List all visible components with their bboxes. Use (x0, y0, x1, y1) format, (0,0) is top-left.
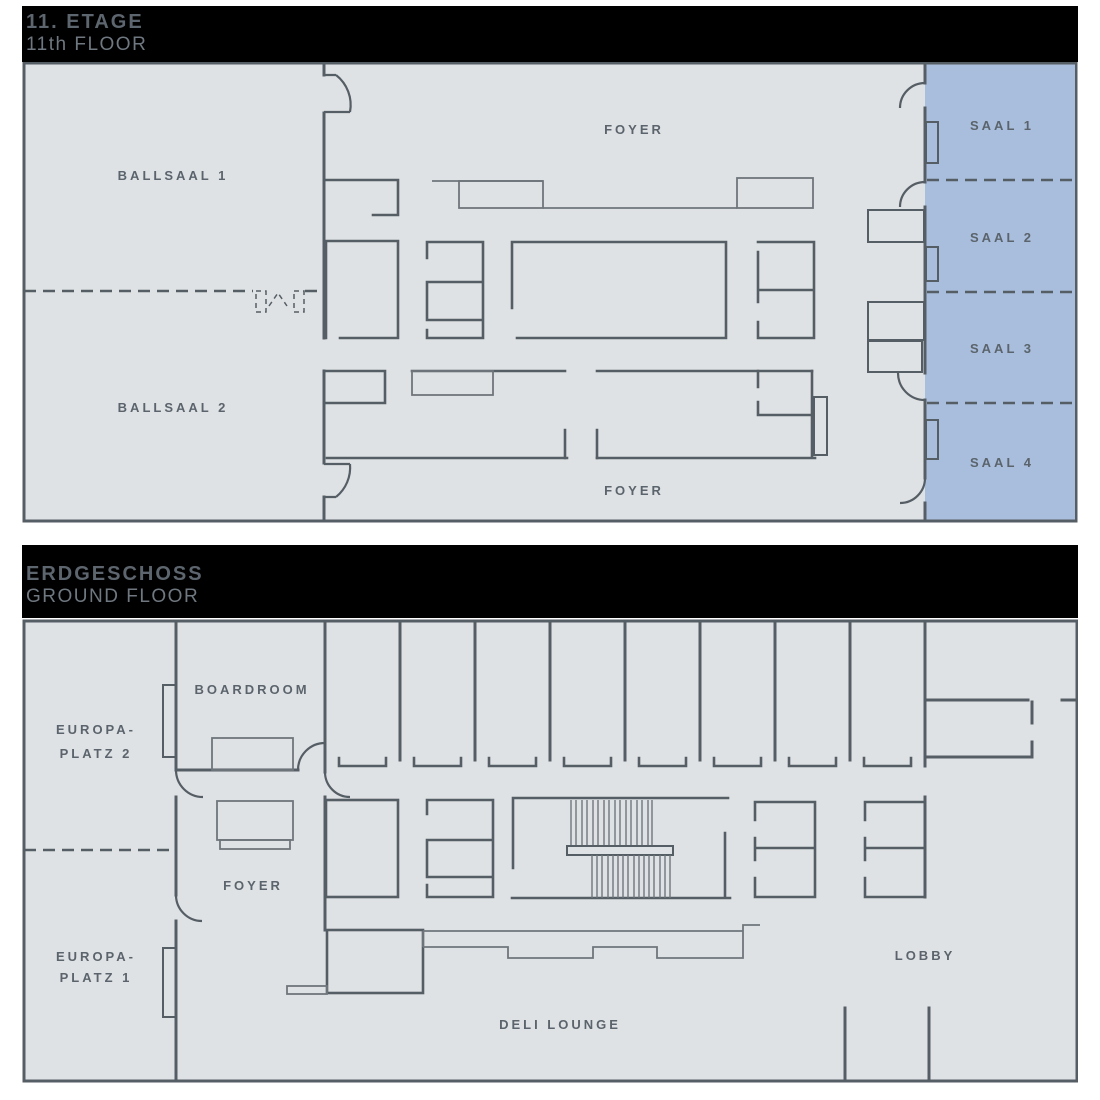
room-label-foyer: FOYER (223, 878, 283, 893)
stair-landing (566, 845, 674, 856)
room-label-saal2: SAAL 2 (970, 230, 1034, 245)
plan11-labels: BALLSAAL 1 BALLSAAL 2 FOYER FOYER SAAL 1… (118, 118, 1034, 498)
room-label-saal4: SAAL 4 (970, 455, 1034, 470)
room-label-foyer-bottom: FOYER (604, 483, 664, 498)
ground-floor-title: ERDGESCHOSS (26, 563, 204, 585)
floorplan-ground: EUROPA- PLATZ 2 BOARDROOM FOYER EUROPA- … (22, 619, 1078, 1083)
room-label-boardroom: BOARDROOM (194, 682, 309, 697)
deli-counter (422, 924, 760, 959)
plan11-dashed-partitions (24, 178, 1074, 405)
double-door-leaf-right (293, 290, 305, 313)
room-label-lobby: LOBBY (895, 948, 956, 963)
ground-floor-subtitle: GROUND FLOOR (26, 586, 200, 607)
plan-ground-stairs (566, 800, 674, 898)
room-label-foyer-top: FOYER (604, 122, 664, 137)
plan11-closets (813, 121, 939, 460)
floor-11-subtitle: 11th FLOOR (26, 34, 148, 55)
room-label-deli-lounge: DELI LOUNGE (499, 1017, 621, 1032)
header-ground-floor: ERDGESCHOSS GROUND FLOOR (22, 545, 1078, 618)
floor-11-title: 11. ETAGE (26, 11, 144, 33)
room-label-saal3: SAAL 3 (970, 341, 1034, 356)
room-label-europaplatz2-line2: PLATZ 2 (60, 746, 133, 761)
header-floor-11: 11. ETAGE 11th FLOOR (22, 6, 1078, 62)
room-label-ballsaal1: BALLSAAL 1 (118, 168, 229, 183)
double-door-leaf-left (255, 290, 267, 313)
plan-ground-labels: EUROPA- PLATZ 2 BOARDROOM FOYER EUROPA- … (56, 682, 956, 1032)
plan-ground-furniture (211, 737, 760, 995)
floorplan-11th: BALLSAAL 1 BALLSAAL 2 FOYER FOYER SAAL 1… (22, 62, 1078, 523)
room-label-europaplatz2-line1: EUROPA- (56, 722, 136, 737)
plan-ground-closets (162, 684, 177, 1018)
plan11-furniture (411, 177, 814, 396)
room-label-ballsaal2: BALLSAAL 2 (118, 400, 229, 415)
room-label-saal1: SAAL 1 (970, 118, 1034, 133)
plan-ground-walls (174, 619, 1078, 1083)
room-label-europaplatz1-line2: PLATZ 1 (60, 970, 133, 985)
boardroom-table (211, 737, 294, 771)
room-label-europaplatz1-line1: EUROPA- (56, 949, 136, 964)
